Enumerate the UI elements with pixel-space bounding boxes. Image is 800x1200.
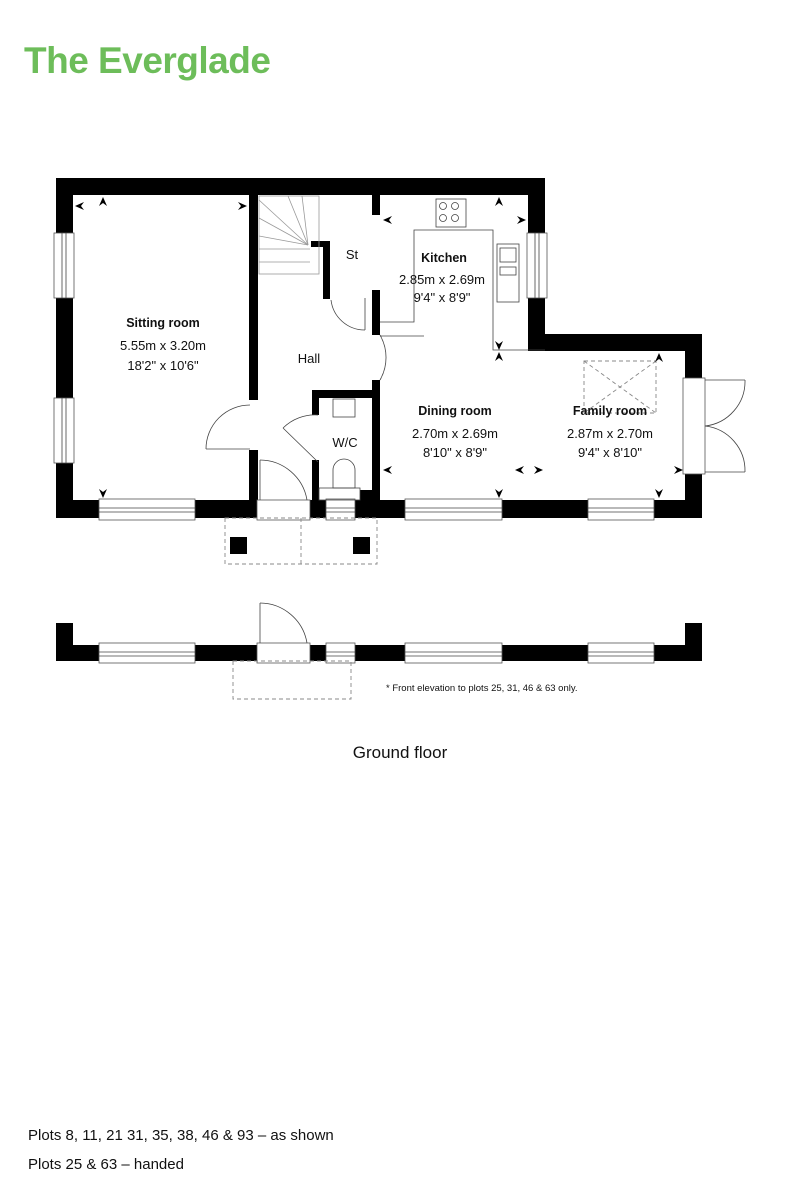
plots-note-as-shown: Plots 8, 11, 21 31, 35, 38, 46 & 93 – as… <box>28 1127 334 1144</box>
floor-plan: Sitting room 5.55m x 3.20m 18'2" x 10'6"… <box>53 178 746 700</box>
front-elevation-alt <box>56 602 702 700</box>
room-size-imperial-family: 9'4" x 8'10" <box>578 445 642 460</box>
room-size-metric-sitting: 5.55m x 3.20m <box>120 338 206 353</box>
windows <box>53 232 655 521</box>
room-size-imperial-kitchen: 9'4" x 8'9" <box>414 290 471 305</box>
porch-post <box>230 537 247 554</box>
room-size-metric-kitchen: 2.85m x 2.69m <box>399 272 485 287</box>
room-name-family: Family room <box>573 404 647 418</box>
skylight <box>583 360 657 414</box>
walls <box>56 178 702 518</box>
elevation-note: * Front elevation to plots 25, 31, 46 & … <box>386 683 578 694</box>
room-name-store: St <box>346 247 359 262</box>
room-name-hall: Hall <box>298 351 321 366</box>
room-size-imperial-dining: 8'10" x 8'9" <box>423 445 487 460</box>
room-name-dining: Dining room <box>418 404 492 418</box>
plots-note-handed: Plots 25 & 63 – handed <box>28 1156 184 1173</box>
staircase <box>258 195 320 275</box>
page-title: The Everglade <box>24 40 271 81</box>
room-size-imperial-sitting: 18'2" x 10'6" <box>127 358 199 373</box>
room-size-metric-dining: 2.70m x 2.69m <box>412 426 498 441</box>
wc-fittings <box>318 398 361 501</box>
kitchen-fittings <box>380 198 545 351</box>
doors <box>205 298 746 521</box>
floor-label: Ground floor <box>352 743 448 762</box>
porch-post <box>353 537 370 554</box>
room-name-sitting: Sitting room <box>126 316 200 330</box>
room-name-wc: W/C <box>332 435 357 450</box>
dimension-markers <box>75 197 683 498</box>
room-size-metric-family: 2.87m x 2.70m <box>567 426 653 441</box>
room-name-kitchen: Kitchen <box>421 251 467 265</box>
